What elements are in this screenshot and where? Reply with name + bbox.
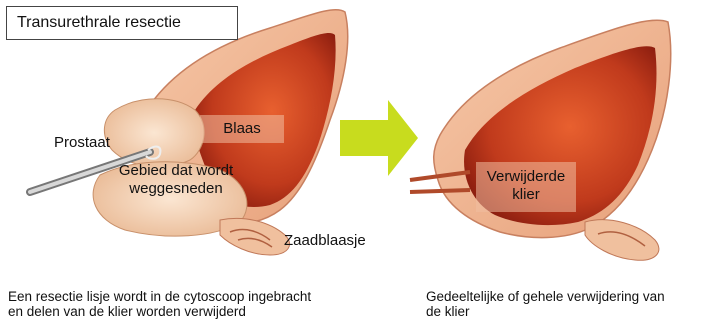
diagram-title: Transurethrale resectie [6, 6, 238, 40]
label-resected-area-line2: weggesneden [102, 180, 250, 198]
label-prostate: Prostaat [54, 134, 110, 151]
label-resected-area: Gebied dat wordt weggesneden [102, 162, 250, 198]
label-seminal-vesicle: Zaadblaasje [284, 232, 366, 249]
right-caption-line2: de klier [426, 304, 665, 319]
left-prostate [104, 99, 204, 167]
label-removed-gland-line2: klier [476, 186, 576, 204]
left-caption-line2: en delen van de klier worden verwijderd [8, 304, 311, 319]
label-bladder: Blaas [200, 115, 284, 143]
right-seminal-vesicle [585, 220, 659, 261]
right-caption: Gedeeltelijke of gehele verwijdering van… [426, 289, 665, 319]
left-seminal-vesicle [220, 218, 290, 255]
right-anatomy [410, 20, 671, 260]
left-anatomy [30, 10, 348, 255]
label-resected-area-line1: Gebied dat wordt [102, 162, 250, 180]
left-caption-line1: Een resectie lisje wordt in de cytoscoop… [8, 289, 311, 304]
label-removed-gland: Verwijderde klier [476, 162, 576, 212]
label-removed-gland-line1: Verwijderde [476, 168, 576, 186]
right-arrow-icon [340, 100, 418, 176]
left-caption: Een resectie lisje wordt in de cytoscoop… [8, 289, 311, 319]
right-caption-line1: Gedeeltelijke of gehele verwijdering van [426, 289, 665, 304]
